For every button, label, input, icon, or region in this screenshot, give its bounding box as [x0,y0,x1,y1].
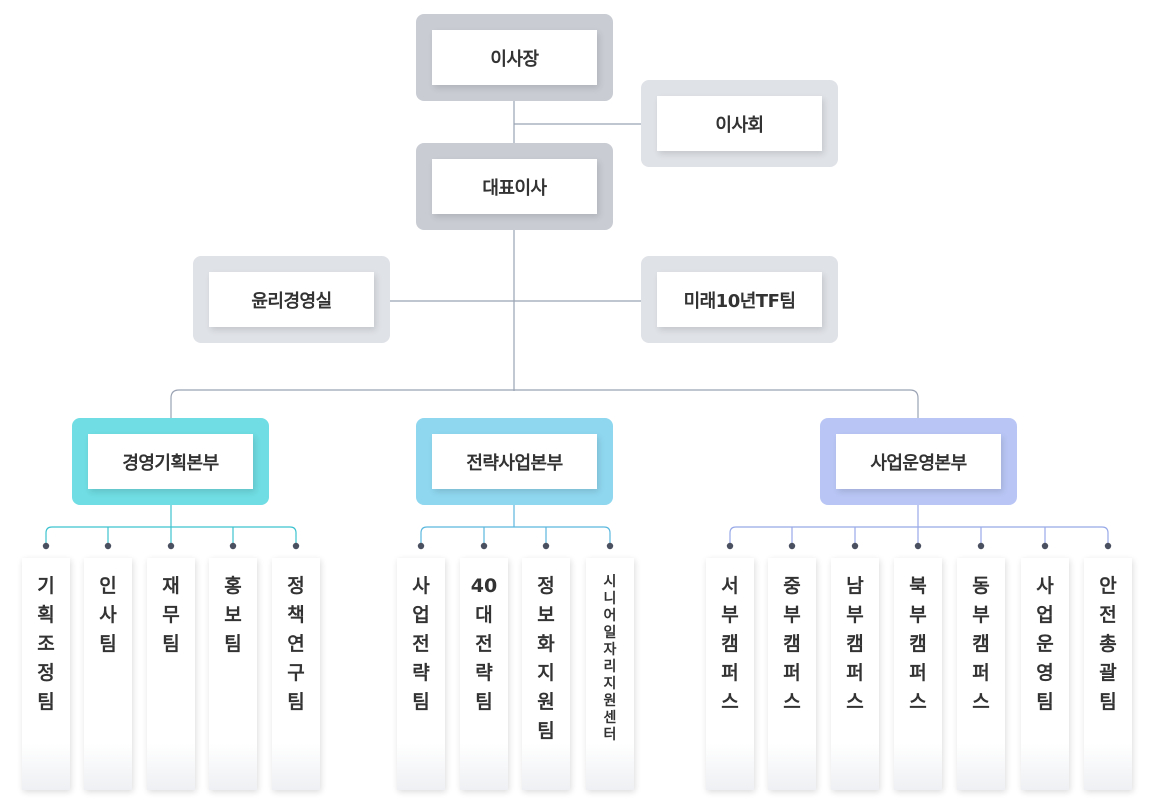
ceo-box: 대표이사 [416,143,613,230]
team-connector-dot [788,542,796,550]
board-box: 이사회 [641,80,838,167]
team-connector-dot [726,542,734,550]
team-connector-dot [914,542,922,550]
team-connector-dot [1104,542,1112,550]
team-connector-dot [542,542,550,550]
division-label: 사업운영본부 [836,434,1001,489]
chairman-label: 이사장 [432,30,597,85]
future-tf-box: 미래10년TF팀 [641,256,838,343]
branch-bar [729,526,1109,546]
team-connector-dot [606,542,614,550]
team-connector-dot [167,542,175,550]
branch-bar [420,526,611,546]
team-connector-dot [851,542,859,550]
team-connector-dot [104,542,112,550]
team-connector-dot [977,542,985,550]
team-connector-dot [480,542,488,550]
team-connector-dot [292,542,300,550]
future-tf-label: 미래10년TF팀 [657,272,822,327]
division-management-planning-box: 경영기획본부 [72,418,269,505]
ethics-office-box: 윤리경영실 [193,256,390,343]
ceo-label: 대표이사 [432,159,597,214]
team-connector-dot [1041,542,1049,550]
chairman-box: 이사장 [416,14,613,101]
board-label: 이사회 [657,96,822,151]
ethics-office-label: 윤리경영실 [209,272,374,327]
team-connector-dot [42,542,50,550]
connector-division-bar [170,389,919,426]
division-strategic-business-box: 전략사업본부 [416,418,613,505]
team-connector-dot [417,542,425,550]
division-business-operations-box: 사업운영본부 [820,418,1017,505]
team-connector-dot [229,542,237,550]
division-label: 전략사업본부 [432,434,597,489]
division-label: 경영기획본부 [88,434,253,489]
